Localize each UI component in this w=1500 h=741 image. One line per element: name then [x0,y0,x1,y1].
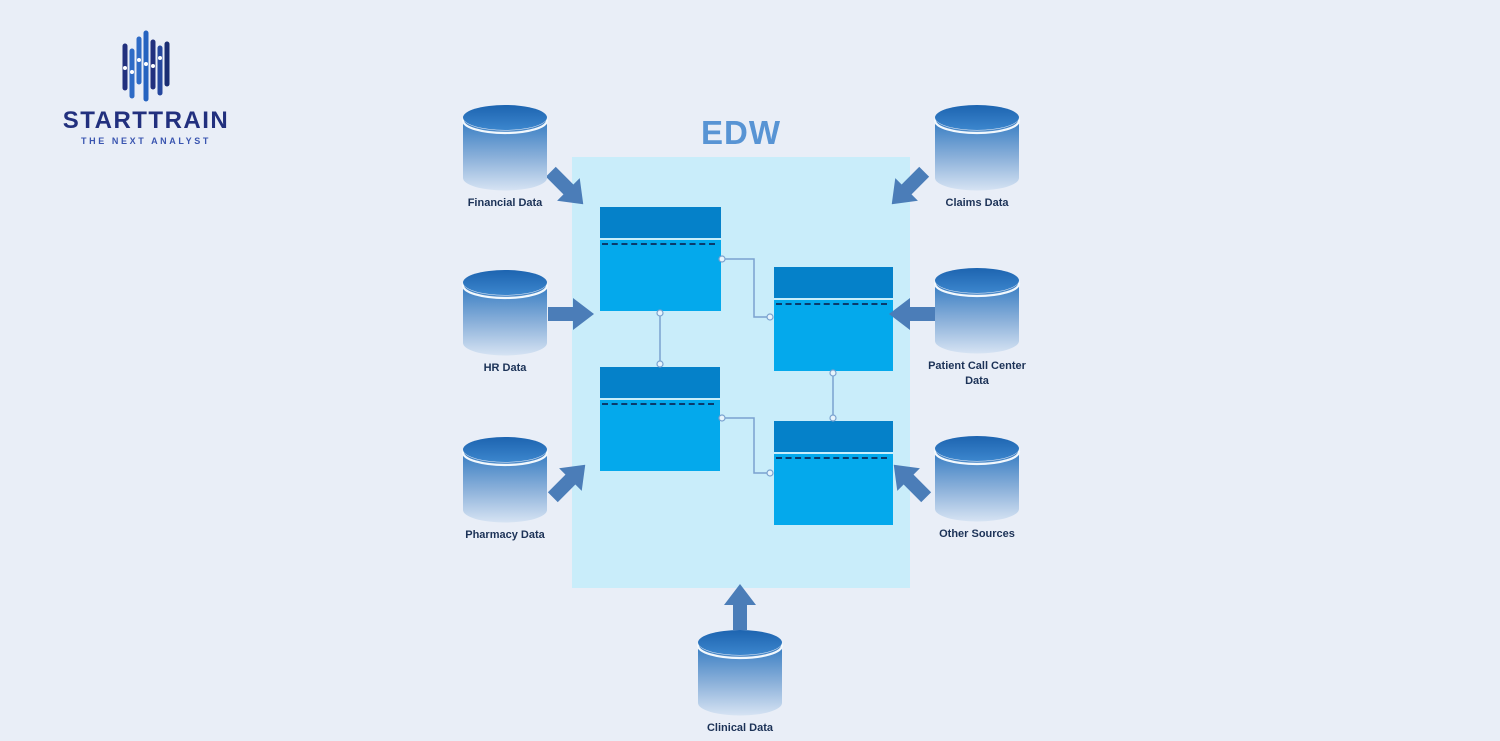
arrow-clinical-into-edw-icon [724,584,756,630]
entity-attribute-row [776,303,887,305]
source-financial-data: Financial Data [435,104,575,211]
source-clinical-data: Clinical Data [670,629,810,736]
entity-header [600,207,721,238]
entity-header [774,267,893,298]
source-pharmacy-data: Pharmacy Data [435,436,575,543]
source-label: Patient Call Center Data [928,360,1026,387]
edw-entity-table-top-left [600,207,721,311]
source-label: Financial Data [467,197,543,209]
entity-separator [774,298,893,300]
source-other-sources: Other Sources [907,435,1047,542]
database-cylinder-icon [933,268,1021,354]
database-cylinder-icon [461,270,549,356]
entity-separator [600,238,721,240]
source-claims-data: Claims Data [907,104,1047,211]
arrow-pharmacy-into-edw-icon [547,464,586,503]
arrow-claims-into-edw-icon [891,166,930,205]
source-label: Clinical Data [706,722,774,734]
source-patient-call-center-data: Patient Call Center Data [907,267,1047,389]
logo: STARTTRAIN THE NEXT ANALYST [55,30,237,146]
database-cylinder-icon [933,436,1021,522]
entity-header [600,367,720,398]
source-label: Other Sources [939,528,1015,540]
database-cylinder-icon [461,105,549,191]
database-cylinder-icon [933,105,1021,191]
entity-attribute-row [602,243,715,245]
source-label: Claims Data [945,197,1009,209]
arrow-hr-into-edw-icon [548,298,594,330]
logo-tagline: THE NEXT ANALYST [81,136,211,146]
source-hr-data: HR Data [435,269,575,376]
edw-entity-table-bottom-right [774,421,893,525]
edw-entity-table-bottom-left [600,367,720,471]
arrow-financial-into-edw-icon [545,166,584,205]
source-label: Pharmacy Data [465,529,545,541]
logo-equalizer-icon [122,30,170,102]
source-label: HR Data [483,362,527,374]
arrow-other-sources-into-edw-icon [893,464,932,503]
edw-entity-table-middle-right [774,267,893,371]
entity-attribute-row [776,457,887,459]
entity-separator [600,398,720,400]
edw-title: EDW [701,114,781,151]
database-cylinder-icon [696,630,784,716]
database-cylinder-icon [461,437,549,523]
logo-name: STARTTRAIN [62,107,230,134]
entity-header [774,421,893,452]
entity-attribute-row [602,403,714,405]
entity-separator [774,452,893,454]
arrow-patient-call-center-into-edw-icon [889,298,935,330]
